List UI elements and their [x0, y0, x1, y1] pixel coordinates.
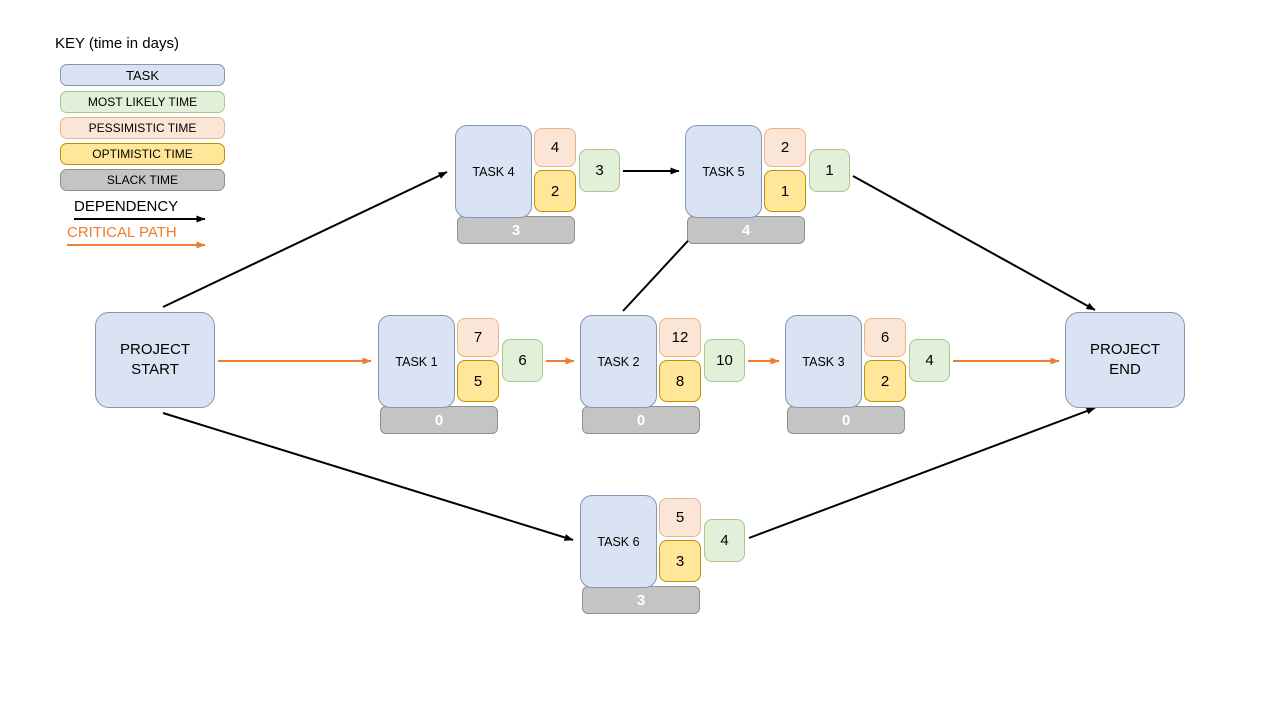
most-likely-time-value: 6	[518, 352, 527, 369]
legend-title: KEY (time in days)	[55, 35, 179, 52]
legend-most-likely-swatch: MOST LIKELY TIME	[60, 91, 225, 113]
optimistic-time-box: 3	[659, 540, 701, 582]
pessimistic-time-value: 4	[550, 139, 560, 156]
project-end-label: PROJECT END	[1089, 340, 1160, 378]
legend-most-likely-label: MOST LIKELY TIME	[87, 95, 198, 109]
slack-time-value: 4	[741, 221, 751, 239]
legend-pessimistic-swatch: PESSIMISTIC TIME	[60, 117, 225, 139]
pessimistic-time-box: 12	[659, 318, 701, 357]
pessimistic-time-box: 2	[764, 128, 806, 167]
most-likely-time-value: 1	[825, 162, 834, 179]
most-likely-time-value: 10	[716, 352, 733, 369]
optimistic-time-box: 2	[864, 360, 906, 402]
optimistic-time-box: 5	[457, 360, 499, 402]
pessimistic-time-value: 2	[780, 139, 790, 156]
optimistic-time-value: 2	[550, 182, 560, 200]
most-likely-time-box: 4	[909, 339, 950, 382]
project-end-node: PROJECT END	[1065, 312, 1185, 408]
optimistic-time-box: 1	[764, 170, 806, 212]
slack-time-box: 4	[687, 216, 805, 244]
task-box: TASK 6	[580, 495, 657, 588]
edge-task2-task5	[622, 229, 699, 312]
pessimistic-time-value: 7	[473, 329, 483, 346]
task2-cluster: 0 TASK 2 12 8 10	[580, 315, 746, 437]
task-name: TASK 6	[597, 534, 640, 549]
slack-time-value: 0	[434, 411, 444, 429]
pessimistic-time-value: 5	[675, 509, 685, 526]
slack-time-value: 3	[636, 591, 646, 609]
task-name: TASK 2	[597, 354, 640, 369]
slack-time-value: 0	[841, 411, 851, 429]
edge-task5-end	[852, 175, 1096, 311]
legend-dependency-label: DEPENDENCY	[74, 198, 179, 215]
pessimistic-time-value: 6	[880, 329, 890, 346]
optimistic-time-value: 1	[780, 182, 790, 200]
project-start-label: PROJECT START	[119, 340, 190, 378]
task3-cluster: 0 TASK 3 6 2 4	[785, 315, 951, 437]
task-box: TASK 4	[455, 125, 532, 218]
most-likely-time-box: 10	[704, 339, 745, 382]
slack-time-box: 0	[380, 406, 498, 434]
task-box: TASK 3	[785, 315, 862, 408]
task4-cluster: 3 TASK 4 4 2 3	[455, 125, 621, 247]
project-start-node: PROJECT START	[95, 312, 215, 408]
task6-cluster: 3 TASK 6 5 3 4	[580, 495, 746, 617]
task-box: TASK 5	[685, 125, 762, 218]
legend-task-swatch: TASK	[60, 64, 225, 86]
edge-task6-end	[748, 407, 1096, 539]
optimistic-time-value: 8	[675, 372, 685, 390]
slack-time-box: 0	[582, 406, 700, 434]
optimistic-time-value: 2	[880, 372, 890, 390]
optimistic-time-value: 5	[473, 372, 483, 390]
slack-time-box: 0	[787, 406, 905, 434]
legend-task-label: TASK	[126, 67, 159, 83]
optimistic-time-box: 2	[534, 170, 576, 212]
task-box: TASK 1	[378, 315, 455, 408]
optimistic-time-box: 8	[659, 360, 701, 402]
task-name: TASK 4	[472, 164, 515, 179]
most-likely-time-box: 4	[704, 519, 745, 562]
task-box: TASK 2	[580, 315, 657, 408]
legend-optimistic-label: OPTIMISTIC TIME	[92, 147, 193, 161]
most-likely-time-value: 4	[925, 352, 934, 369]
task5-cluster: 4 TASK 5 2 1 1	[685, 125, 851, 247]
most-likely-time-box: 3	[579, 149, 620, 192]
edge-start-task6	[162, 412, 574, 541]
most-likely-time-value: 4	[720, 532, 729, 549]
slack-time-box: 3	[582, 586, 700, 614]
pessimistic-time-box: 4	[534, 128, 576, 167]
task-name: TASK 3	[802, 354, 845, 369]
pessimistic-time-box: 6	[864, 318, 906, 357]
slack-time-box: 3	[457, 216, 575, 244]
legend-critical-path-label: CRITICAL PATH	[67, 224, 177, 241]
legend-pessimistic-label: PESSIMISTIC TIME	[88, 121, 197, 135]
pessimistic-time-box: 7	[457, 318, 499, 357]
legend-optimistic-swatch: OPTIMISTIC TIME	[60, 143, 225, 165]
pessimistic-time-box: 5	[659, 498, 701, 537]
optimistic-time-value: 3	[675, 552, 685, 570]
slack-time-value: 3	[511, 221, 521, 239]
pessimistic-time-value: 12	[671, 329, 689, 346]
task1-cluster: 0 TASK 1 7 5 6	[378, 315, 544, 437]
legend-slack-label: SLACK TIME	[106, 173, 179, 187]
task-name: TASK 5	[702, 164, 745, 179]
edge-start-task4	[162, 171, 448, 308]
slack-time-value: 0	[636, 411, 646, 429]
task-name: TASK 1	[395, 354, 438, 369]
most-likely-time-box: 6	[502, 339, 543, 382]
legend-slack-swatch: SLACK TIME	[60, 169, 225, 191]
most-likely-time-box: 1	[809, 149, 850, 192]
most-likely-time-value: 3	[595, 162, 604, 179]
